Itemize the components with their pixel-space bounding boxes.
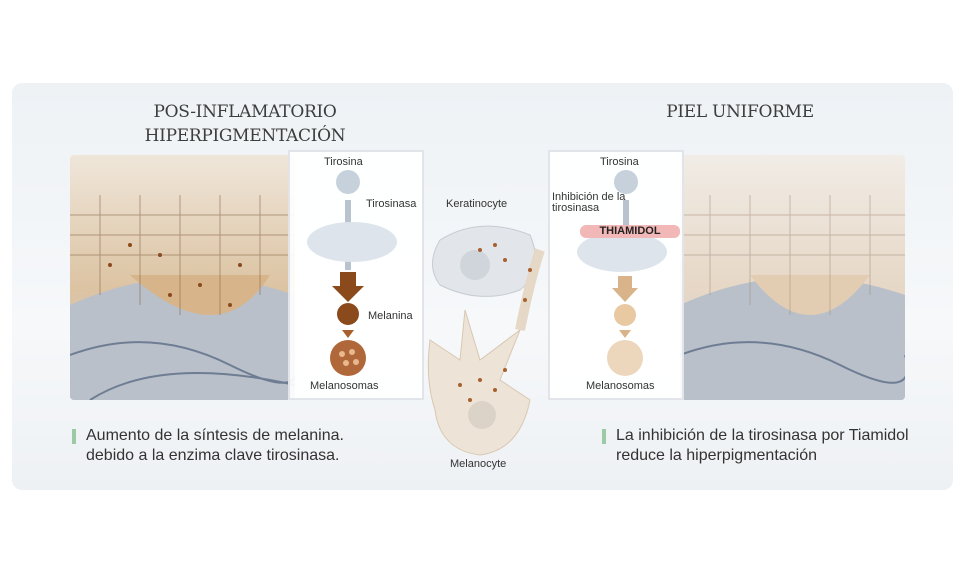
right-caption: La inhibición de la tirosinasa por Tiami… [602, 426, 909, 466]
tirosinasa-label: Tirosinasa [366, 198, 417, 210]
hyperpigmented-skin-illustration [70, 155, 295, 400]
right-title: PIEL UNIFORME [666, 102, 814, 122]
left-title-line2: HIPERPIGMENTACIÓN [144, 126, 346, 146]
left-title-line1: POS-INFLAMATORIO [153, 102, 337, 122]
even-skin-illustration [680, 155, 905, 400]
left-title: POS-INFLAMATORIO HIPERPIGMENTACIÓN [140, 100, 350, 148]
melanin-synthesis-panel: Tirosina Tirosinasa Melanina Melanosomas [288, 150, 424, 400]
keratinocyte-label: Keratinocyte [446, 198, 508, 210]
thiamidol-badge: THIAMIDOL [580, 225, 680, 238]
melanin-pathway-icon [307, 170, 397, 376]
tirosina-label: Tirosina [600, 156, 639, 168]
right-caption-line1: La inhibición de la tirosinasa por Tiami… [616, 427, 909, 444]
melanina-label: Melanina [368, 310, 413, 322]
left-caption-line2: debido a la enzima clave tirosinasa. [86, 447, 340, 464]
inhibited-pathway-icon [577, 170, 667, 376]
inhibicion-line2: tirosinasa [552, 202, 600, 214]
melanosomas-label: Melanosomas [310, 380, 379, 392]
inhibicion-line1: Inhibición de la [552, 191, 626, 203]
tirosina-label: Tirosina [324, 156, 363, 168]
cells-illustration [427, 225, 545, 456]
tyrosinase-inhibition-panel: Tirosina Inhibición de la tirosinasa THI… [548, 150, 684, 400]
left-caption-line1: Aumento de la síntesis de melanina. [86, 427, 344, 444]
melanocyte-label: Melanocyte [450, 458, 507, 470]
inhibicion-label: Inhibición de la tirosinasa [552, 192, 625, 214]
caption-accent-bar [72, 429, 76, 444]
melanosomas-label: Melanosomas [586, 380, 655, 392]
left-caption: Aumento de la síntesis de melanina. debi… [72, 426, 344, 466]
caption-accent-bar [602, 429, 606, 444]
right-caption-line2: reduce la hiperpigmentación [616, 447, 818, 464]
